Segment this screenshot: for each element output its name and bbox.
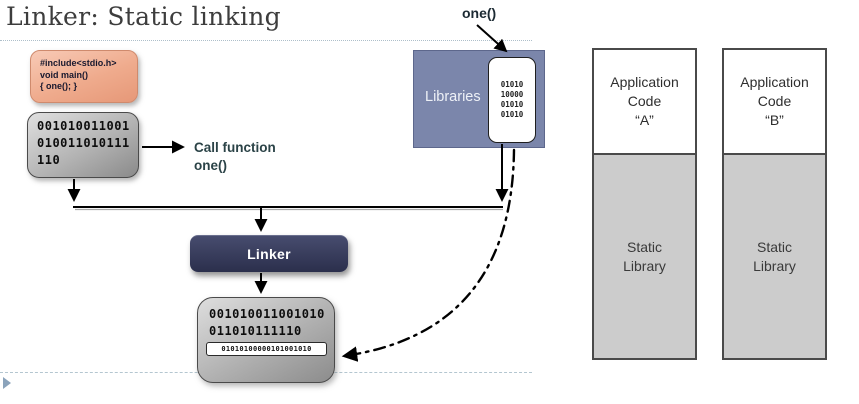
application-code-label-line: “A”	[635, 112, 654, 128]
application-code-label-line: Application	[610, 74, 679, 90]
application-code-section-b: Application Code “B”	[724, 50, 825, 153]
call-function-label-line: one()	[194, 157, 227, 173]
object-code-box: 001010011001 010011010111 110	[27, 112, 139, 178]
slide-bullet-arrow-icon	[3, 377, 11, 389]
application-code-label-line: Code	[757, 93, 792, 109]
static-library-label-line: Static	[626, 238, 662, 255]
title-divider-dotted	[0, 40, 532, 41]
source-code-line: #include<stdio.h>	[40, 58, 117, 68]
call-function-label-line: Call function	[194, 140, 276, 155]
static-library-label-line: Library	[753, 257, 796, 274]
patched-library-binary: 01010100000101001010	[221, 345, 312, 353]
page-title: Linker: Static linking	[6, 2, 281, 31]
application-code-label-line: Code	[627, 93, 662, 109]
application-code-label-line: Application	[740, 74, 809, 90]
static-library-label-line: Static	[756, 238, 792, 255]
output-binary-line: 011010111110	[209, 324, 302, 338]
library-routine-binary-line: 10000	[500, 90, 524, 99]
source-code-line: void main()	[40, 69, 89, 80]
source-code-box: #include<stdio.h> void main() { one(); }	[30, 50, 138, 103]
output-binary-line: 001010011001010	[209, 307, 325, 321]
application-code-section-a: Application Code “A”	[594, 50, 695, 153]
library-routine-binary-line: 01010	[500, 100, 524, 109]
static-library-label-line: Library	[623, 257, 666, 274]
linker-label: Linker	[247, 246, 291, 262]
memory-layout-app-a: Application Code “A” Static Library	[592, 48, 697, 360]
libraries-label: Libraries	[425, 89, 481, 105]
library-routine-binary-line: 01010	[500, 80, 524, 89]
linked-output-box: 001010011001010 011010111110 01010100000…	[197, 297, 335, 383]
call-function-label: Call function one()	[194, 139, 276, 174]
library-routine-binary-line: 01010	[500, 110, 524, 119]
static-library-section-b: Static Library	[724, 153, 825, 358]
application-code-label-line: “B”	[765, 112, 784, 128]
object-code-binary-line: 110	[37, 153, 61, 167]
memory-layout-app-b: Application Code “B” Static Library	[722, 48, 827, 360]
source-code-line: { one(); }	[40, 81, 77, 91]
library-routine-box: 01010 10000 01010 01010	[488, 57, 536, 143]
static-library-section-a: Static Library	[594, 153, 695, 358]
patched-library-code-box: 01010100000101001010	[206, 342, 327, 356]
arrow-library-copy-to-output-dashdot	[341, 148, 516, 362]
linker-box: Linker	[190, 235, 348, 272]
arrow-one-to-library-routine	[476, 24, 508, 53]
libraries-box: Libraries 01010 10000 01010 01010	[413, 50, 545, 148]
one-function-label: one()	[462, 5, 497, 21]
object-code-binary-line: 010011010111	[37, 136, 130, 150]
object-code-binary-line: 001010011001	[37, 119, 130, 133]
